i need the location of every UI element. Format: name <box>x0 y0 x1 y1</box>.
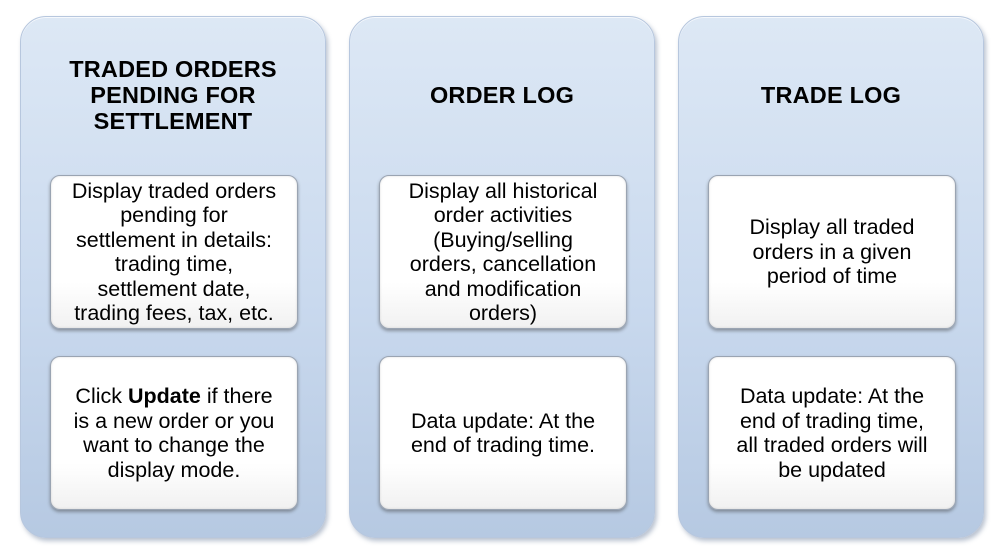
card-text: Display all historical order activities … <box>408 178 598 326</box>
column-title: TRADE LOG <box>760 82 902 108</box>
card-text: Display all traded orders in a given per… <box>749 215 915 289</box>
card-text: Data update: At the end of trading time. <box>410 408 596 458</box>
update-keyword: Update <box>127 384 201 408</box>
card-text: Click Update if there is a new order or … <box>74 384 275 482</box>
column-trade-log: TRADE LOG Display all traded orders in a… <box>678 16 984 538</box>
card-text: Display traded orders pending for settle… <box>71 178 277 326</box>
card-text-prefix: Click <box>75 384 128 408</box>
column-title: TRADED ORDERS PENDING FOR SETTLEMENT <box>69 56 277 134</box>
description-card: Display all traded orders in a given per… <box>708 175 956 329</box>
card-text: Data update: At the end of trading time,… <box>736 384 928 482</box>
description-card: Display traded orders pending for settle… <box>50 175 298 329</box>
instruction-card: Click Update if there is a new order or … <box>50 356 298 510</box>
column-traded-orders-pending: TRADED ORDERS PENDING FOR SETTLEMENT Dis… <box>20 16 326 538</box>
description-card: Display all historical order activities … <box>379 175 627 329</box>
update-card: Data update: At the end of trading time,… <box>708 356 956 510</box>
card-text-suffix: if there is a new order or you want to c… <box>73 384 275 482</box>
column-title: ORDER LOG <box>429 82 575 108</box>
update-card: Data update: At the end of trading time. <box>379 356 627 510</box>
column-order-log: ORDER LOG Display all historical order a… <box>349 16 655 538</box>
